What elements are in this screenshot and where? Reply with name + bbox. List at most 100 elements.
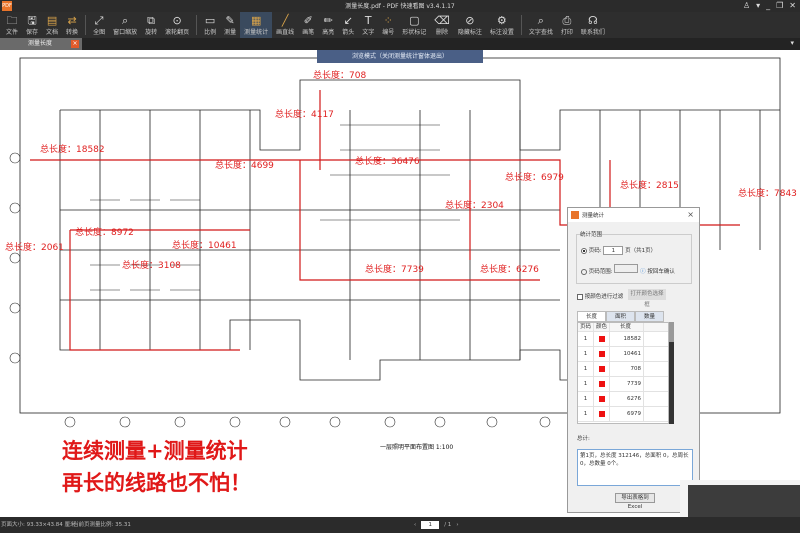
- page-stepper[interactable]: 1: [603, 246, 624, 255]
- page-input[interactable]: 1: [421, 521, 440, 529]
- toolbar-button-eraser[interactable]: ⌫删除: [430, 12, 454, 38]
- toolbar-label: 联系我们: [580, 29, 605, 36]
- folder-icon: 🗀: [6, 14, 18, 27]
- page-radio[interactable]: [581, 247, 587, 254]
- text-icon: T: [364, 14, 372, 27]
- page-cell: 1: [578, 347, 594, 361]
- toolbar-button-save[interactable]: 🖫保存: [22, 12, 42, 38]
- tab-document[interactable]: 测量长度×: [0, 38, 82, 50]
- close-tab-icon[interactable]: ×: [71, 40, 79, 48]
- next-page-icon[interactable]: ›: [456, 522, 459, 528]
- toolbar-button-number[interactable]: ⁘编号: [378, 12, 398, 38]
- toolbar-button-headset[interactable]: ☊ 联系我们: [577, 12, 609, 38]
- page-cell: 1: [578, 392, 594, 406]
- toolbar-separator: [520, 15, 522, 35]
- table-scrollbar[interactable]: [669, 322, 674, 424]
- measure-length-label[interactable]: 总长度：6276: [480, 265, 539, 275]
- toolbar-label: 删除: [436, 29, 449, 36]
- toolbar-button-measure-stats[interactable]: ▦测量统计: [240, 12, 273, 38]
- toolbar-label: 保存: [26, 29, 39, 36]
- measure-length-label[interactable]: 总长度：18582: [40, 145, 105, 155]
- zoom-window-icon: ⌕: [122, 14, 129, 27]
- measure-length-label[interactable]: 总长度：36476: [355, 157, 420, 167]
- length-cell: 18582: [610, 332, 644, 346]
- toolbar-button-highlight[interactable]: ✏高亮: [318, 12, 338, 38]
- toolbar-button-text[interactable]: T 文字: [358, 12, 378, 38]
- toolbar-button-measure[interactable]: ✎测量: [220, 12, 240, 38]
- measure-length-label[interactable]: 总长度：8972: [75, 228, 134, 238]
- toolbar-button-fullview[interactable]: ⤢全图: [89, 12, 109, 38]
- toolbar-button-shape[interactable]: ▢形状标记: [398, 12, 430, 38]
- prev-page-icon[interactable]: ‹: [414, 522, 417, 528]
- measure-length-label[interactable]: 总长度：2061: [5, 243, 64, 253]
- title-bar: PDF 测量长度.pdf - PDF 快速看图 v3.4.1.17 ♙ ▾ _ …: [0, 0, 800, 12]
- toolbar-button-search[interactable]: ⌕文字查找: [525, 12, 557, 38]
- dialog-logo: [571, 211, 579, 219]
- toolbar-button-pen[interactable]: ✐画笔: [298, 12, 318, 38]
- toolbar-label: 箭头: [342, 29, 355, 36]
- toolbar-button-scale[interactable]: ▭比例: [200, 12, 220, 38]
- toolbar-label: 转换: [66, 29, 79, 36]
- skin-icon[interactable]: ♙: [742, 1, 751, 10]
- tab-menu-icon[interactable]: ▾: [790, 39, 794, 47]
- toolbar-button-zoom-window[interactable]: ⌕窗口缩放: [109, 12, 141, 38]
- measure-length-label[interactable]: 总长度：7843: [738, 189, 797, 199]
- minimize-icon[interactable]: _: [766, 1, 771, 10]
- measure-stats-icon: ▦: [250, 14, 262, 27]
- mouse-icon: ⊙: [172, 14, 182, 27]
- measure-stats-dialog: 测量统计 × 统计范围 页码: 1 页（共1页） 页码范围: ⓘ 按回车确认 按…: [567, 207, 700, 513]
- export-excel-button[interactable]: 导出表格到Excel: [615, 493, 655, 510]
- toolbar-label: 比例: [204, 29, 217, 36]
- measure-length-label[interactable]: 总长度：3108: [122, 261, 181, 271]
- color-swatch: [598, 396, 605, 402]
- close-icon[interactable]: ×: [687, 210, 694, 219]
- toolbar-button-document[interactable]: ▤文档: [42, 12, 62, 38]
- length-cell: 6979: [610, 407, 644, 421]
- headset-icon: ☊: [588, 14, 598, 27]
- toolbar-label: 形状标记: [402, 29, 427, 36]
- toolbar-button-mouse[interactable]: ⊙滚轮翻页: [161, 12, 193, 38]
- measure-length-label[interactable]: 总长度：4117: [275, 110, 334, 120]
- measure-length-label[interactable]: 总长度：4699: [215, 161, 274, 171]
- range-label: 页码范围:: [588, 269, 613, 275]
- dialog-title: 测量统计: [582, 213, 605, 219]
- menu-icon[interactable]: ▾: [756, 1, 761, 10]
- measure-length-label[interactable]: 总长度：7739: [365, 265, 424, 275]
- summary-textbox[interactable]: 第1页，总长度 312146，总面积 0，总周长 0，总数量 0个。: [577, 449, 693, 486]
- length-cell: 7739: [610, 377, 644, 391]
- color-filter-checkbox[interactable]: [577, 293, 583, 300]
- tab-length[interactable]: 长度: [577, 311, 606, 322]
- toolbar-label: 文档: [46, 29, 59, 36]
- toolbar-button-folder[interactable]: 🗀文件: [2, 12, 22, 38]
- close-icon[interactable]: ✕: [789, 1, 796, 10]
- tab-count[interactable]: 数量: [635, 311, 664, 322]
- toolbar-button-print[interactable]: ⎙打印: [557, 12, 577, 38]
- toolbar-label: 全图: [93, 29, 106, 36]
- toolbar-button-hide[interactable]: ⊘隐藏标注: [454, 12, 486, 38]
- measure-length-label[interactable]: 总长度：708: [313, 71, 367, 81]
- toolbar-label: 标注设置: [489, 29, 514, 36]
- measure-length-label[interactable]: 总长度：2815: [620, 181, 679, 191]
- toolbar-label: 文字: [362, 29, 375, 36]
- page-range-radio[interactable]: [581, 268, 587, 275]
- page-range-input[interactable]: [614, 264, 639, 273]
- info-icon: ⓘ: [640, 269, 646, 275]
- toolbar-button-annotation-settings[interactable]: ⚙标注设置: [486, 12, 518, 38]
- open-color-picker-button[interactable]: 打开颜色选择框: [628, 289, 666, 308]
- toolbar-button-line[interactable]: ╱画直线: [272, 12, 298, 38]
- tab-area[interactable]: 面积: [606, 311, 635, 322]
- restore-icon[interactable]: ❐: [776, 1, 784, 10]
- measure-length-label[interactable]: 总长度：10461: [172, 241, 237, 251]
- toolbar-button-arrow[interactable]: ↙箭头: [338, 12, 358, 38]
- toolbar-button-convert[interactable]: ⇄转换: [62, 12, 82, 38]
- toolbar-button-rotate[interactable]: ⧉旋转: [141, 12, 161, 38]
- measure-length-label[interactable]: 总长度：6979: [505, 173, 564, 183]
- scrollbar-thumb[interactable]: [669, 322, 674, 342]
- measure-length-label[interactable]: 总长度：2304: [445, 201, 504, 211]
